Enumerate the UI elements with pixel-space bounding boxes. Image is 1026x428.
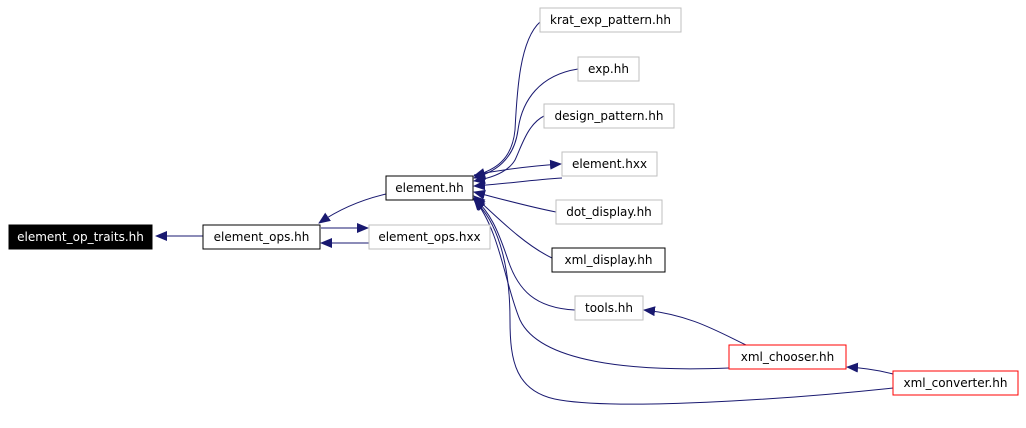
node-label: xml_display.hh — [564, 253, 652, 267]
node-label: xml_chooser.hh — [741, 350, 835, 364]
edge-element-hxx-to-element — [473, 177, 563, 191]
node-label: design_pattern.hh — [555, 109, 664, 123]
node-label: dot_display.hh — [566, 205, 652, 219]
edge-exp-to-element — [473, 68, 579, 180]
edge-element-to-element-ops — [318, 193, 387, 224]
node-element-op-traits[interactable]: element_op_traits.hh — [8, 224, 153, 250]
edge-dot-display-to-element — [473, 189, 557, 213]
node-element-ops[interactable]: element_ops.hh — [202, 224, 321, 250]
node-xml-converter[interactable]: xml_converter.hh — [892, 370, 1019, 396]
node-element[interactable]: element.hh — [385, 175, 474, 201]
edge-element-to-element-hxx — [473, 159, 562, 176]
node-krat-exp-pattern[interactable]: krat_exp_pattern.hh — [539, 7, 682, 33]
node-label: element.hh — [395, 181, 464, 195]
node-label: xml_converter.hh — [903, 376, 1007, 390]
node-dot-display[interactable]: dot_display.hh — [555, 199, 663, 225]
node-element-hxx[interactable]: element.hxx — [561, 151, 658, 177]
edge-xml-chooser-to-tools — [643, 306, 747, 346]
node-label: tools.hh — [585, 301, 633, 315]
node-tools[interactable]: tools.hh — [574, 295, 644, 321]
node-xml-chooser[interactable]: xml_chooser.hh — [728, 344, 847, 370]
node-label: element_ops.hxx — [378, 230, 480, 244]
edge-krat-exp-pattern-to-element — [473, 21, 541, 178]
node-xml-display[interactable]: xml_display.hh — [551, 247, 666, 273]
node-element-ops-hxx[interactable]: element_ops.hxx — [368, 224, 491, 250]
edge-xml-converter-to-xml-chooser — [846, 362, 894, 375]
node-design-pattern[interactable]: design_pattern.hh — [543, 103, 675, 129]
edge-xml-chooser-to-element — [473, 198, 730, 370]
node-label: element_op_traits.hh — [17, 230, 144, 244]
node-label: element_ops.hh — [214, 230, 310, 244]
node-label: krat_exp_pattern.hh — [550, 13, 671, 27]
node-exp[interactable]: exp.hh — [577, 56, 640, 82]
node-label: element.hxx — [572, 157, 647, 171]
edge-tools-to-element — [473, 197, 576, 311]
edge-design-pattern-to-element — [473, 115, 545, 185]
node-label: exp.hh — [588, 62, 629, 76]
edge-xml-converter-to-element — [473, 199, 894, 405]
